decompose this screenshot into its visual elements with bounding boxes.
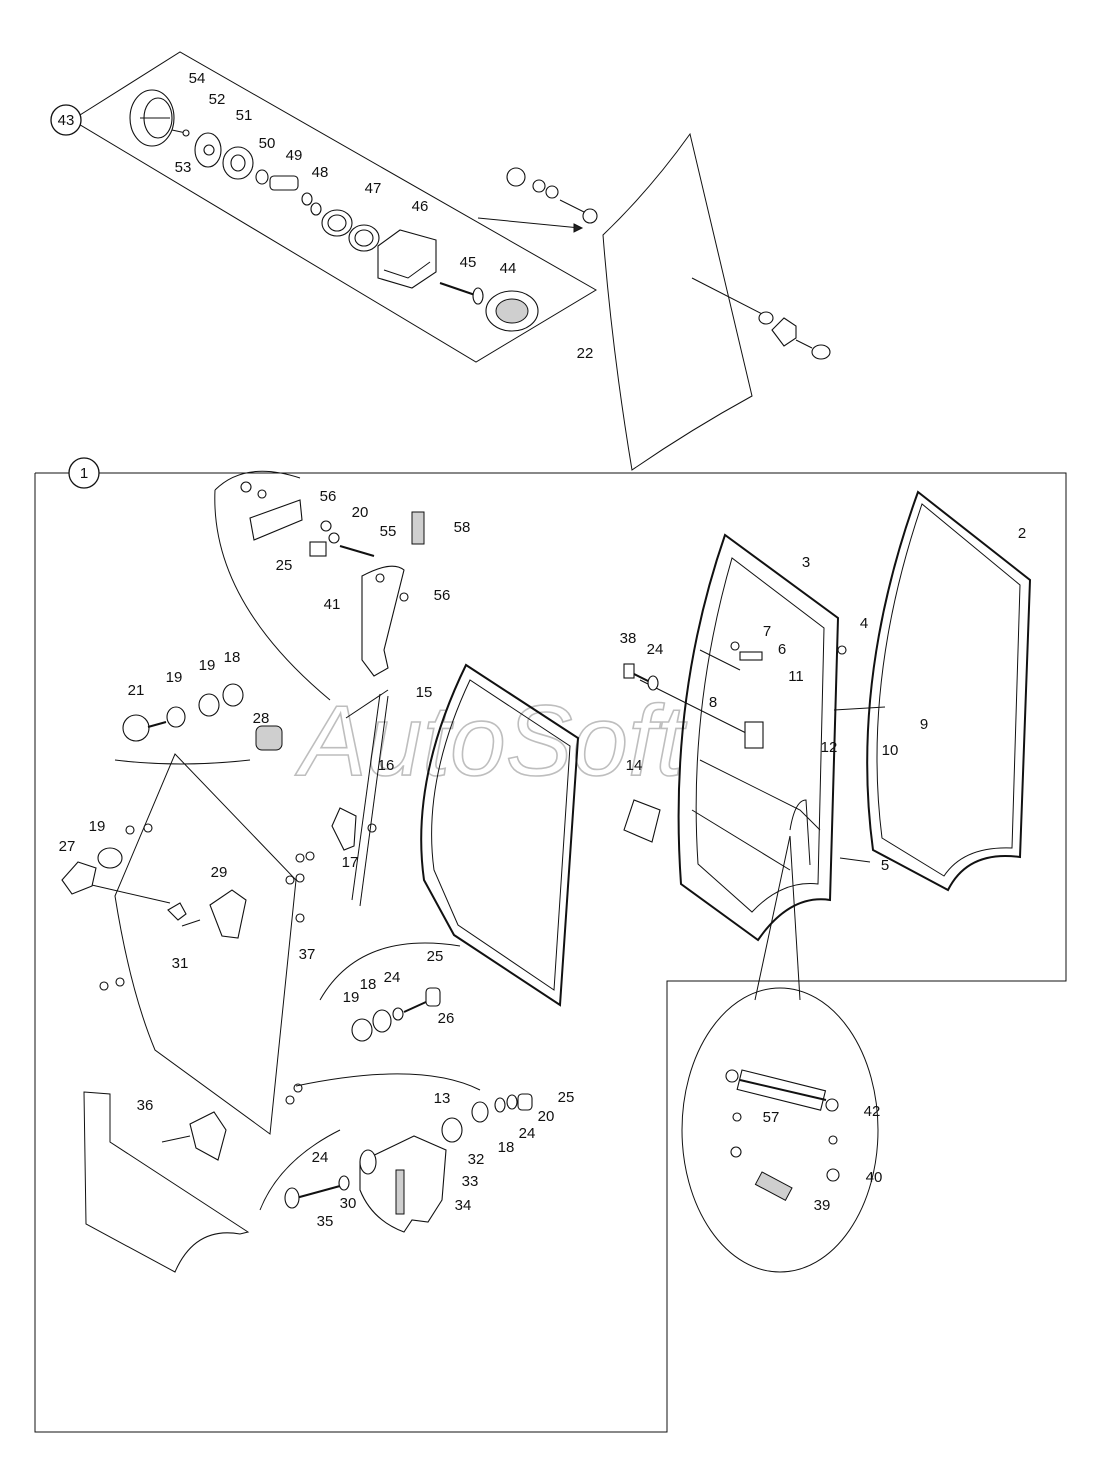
callout-c32: 32	[468, 1151, 485, 1168]
assembly-1-label: 1	[80, 465, 88, 482]
callout-c54: 54	[189, 70, 206, 87]
callout-c19c: 19	[89, 818, 106, 835]
callout-c57: 57	[763, 1109, 780, 1126]
callout-c9: 9	[920, 716, 928, 733]
door-frame-3	[623, 533, 886, 942]
callout-c27: 27	[59, 838, 76, 855]
callout-c26: 26	[438, 1010, 455, 1027]
callout-c55: 55	[380, 523, 397, 540]
latch-assembly-panel	[71, 51, 597, 363]
callout-c2: 2	[1018, 525, 1026, 542]
callout-c28: 28	[253, 710, 270, 727]
callout-c48: 48	[312, 164, 329, 181]
callout-c39: 39	[814, 1197, 831, 1214]
callout-c19d: 19	[343, 989, 360, 1006]
callout-c44: 44	[500, 260, 517, 277]
callout-c3: 3	[802, 554, 810, 571]
washer-group-middle	[319, 942, 461, 1042]
main-assembly-frame	[34, 472, 1067, 1433]
callout-c49: 49	[286, 147, 303, 164]
callout-c25a: 25	[276, 557, 293, 574]
callout-c52: 52	[209, 91, 226, 108]
callout-c18a: 18	[224, 649, 241, 666]
callout-c12: 12	[821, 739, 838, 756]
callout-c20b: 20	[538, 1108, 555, 1125]
window-panel-15	[420, 663, 580, 1007]
gas-strut-detail	[681, 835, 879, 1273]
door-seal-2	[866, 490, 1032, 892]
assembly-marker-43: 43	[50, 104, 82, 136]
callout-c14: 14	[626, 757, 643, 774]
callout-c41: 41	[324, 596, 341, 613]
callout-c46: 46	[412, 198, 429, 215]
callout-c5: 5	[881, 857, 889, 874]
panel-37	[69, 689, 389, 1135]
callout-c24d: 24	[312, 1149, 329, 1166]
callout-c25c: 25	[558, 1089, 575, 1106]
callout-c24a: 24	[647, 641, 664, 658]
callout-c35: 35	[317, 1213, 334, 1230]
watermark: AutoSoft	[295, 685, 688, 797]
bolt-38	[623, 663, 659, 691]
panel-36	[83, 1091, 250, 1273]
callout-c4: 4	[860, 615, 868, 632]
callout-c33: 33	[462, 1173, 479, 1190]
callout-c20a: 20	[352, 504, 369, 521]
assembly-marker-1: 1	[68, 457, 100, 489]
callout-c22: 22	[577, 345, 594, 362]
callout-c18b: 18	[360, 976, 377, 993]
callout-c16: 16	[378, 757, 395, 774]
latch-block-34	[259, 1073, 533, 1233]
window-glass-22	[506, 132, 831, 471]
callout-c29: 29	[211, 864, 228, 881]
callout-c37: 37	[299, 946, 316, 963]
callout-c38: 38	[620, 630, 637, 647]
hinge-29	[61, 847, 247, 939]
callout-c31: 31	[172, 955, 189, 972]
callout-c58: 58	[454, 519, 471, 536]
callout-c42: 42	[864, 1103, 881, 1120]
callout-c25b: 25	[427, 948, 444, 965]
callout-c6: 6	[778, 641, 786, 658]
callout-c30: 30	[340, 1195, 357, 1212]
callout-c11: 11	[788, 668, 804, 685]
callout-c18c: 18	[498, 1139, 515, 1156]
callout-c50: 50	[259, 135, 276, 152]
callout-c56b: 56	[434, 587, 451, 604]
callout-c7: 7	[763, 623, 771, 640]
callout-c47: 47	[365, 180, 382, 197]
callout-c19b: 19	[199, 657, 216, 674]
callout-c10: 10	[882, 742, 899, 759]
callout-c21: 21	[128, 682, 145, 699]
assembly-43-label: 43	[58, 112, 75, 129]
callout-c13: 13	[434, 1090, 451, 1107]
callout-c56a: 56	[320, 488, 337, 505]
callout-c45: 45	[460, 254, 477, 271]
callout-c24c: 24	[519, 1125, 536, 1142]
callout-c24b: 24	[384, 969, 401, 986]
washer-group-top	[114, 683, 251, 765]
callout-c8: 8	[709, 694, 717, 711]
handle-detail	[214, 470, 425, 701]
callout-c34: 34	[455, 1197, 472, 1214]
callout-c19a: 19	[166, 669, 183, 686]
callout-c40: 40	[866, 1169, 883, 1186]
callout-c15: 15	[416, 684, 433, 701]
callout-c36: 36	[137, 1097, 154, 1114]
callout-c51: 51	[236, 107, 253, 124]
callout-c53: 53	[175, 159, 192, 176]
callout-c17: 17	[342, 854, 359, 871]
